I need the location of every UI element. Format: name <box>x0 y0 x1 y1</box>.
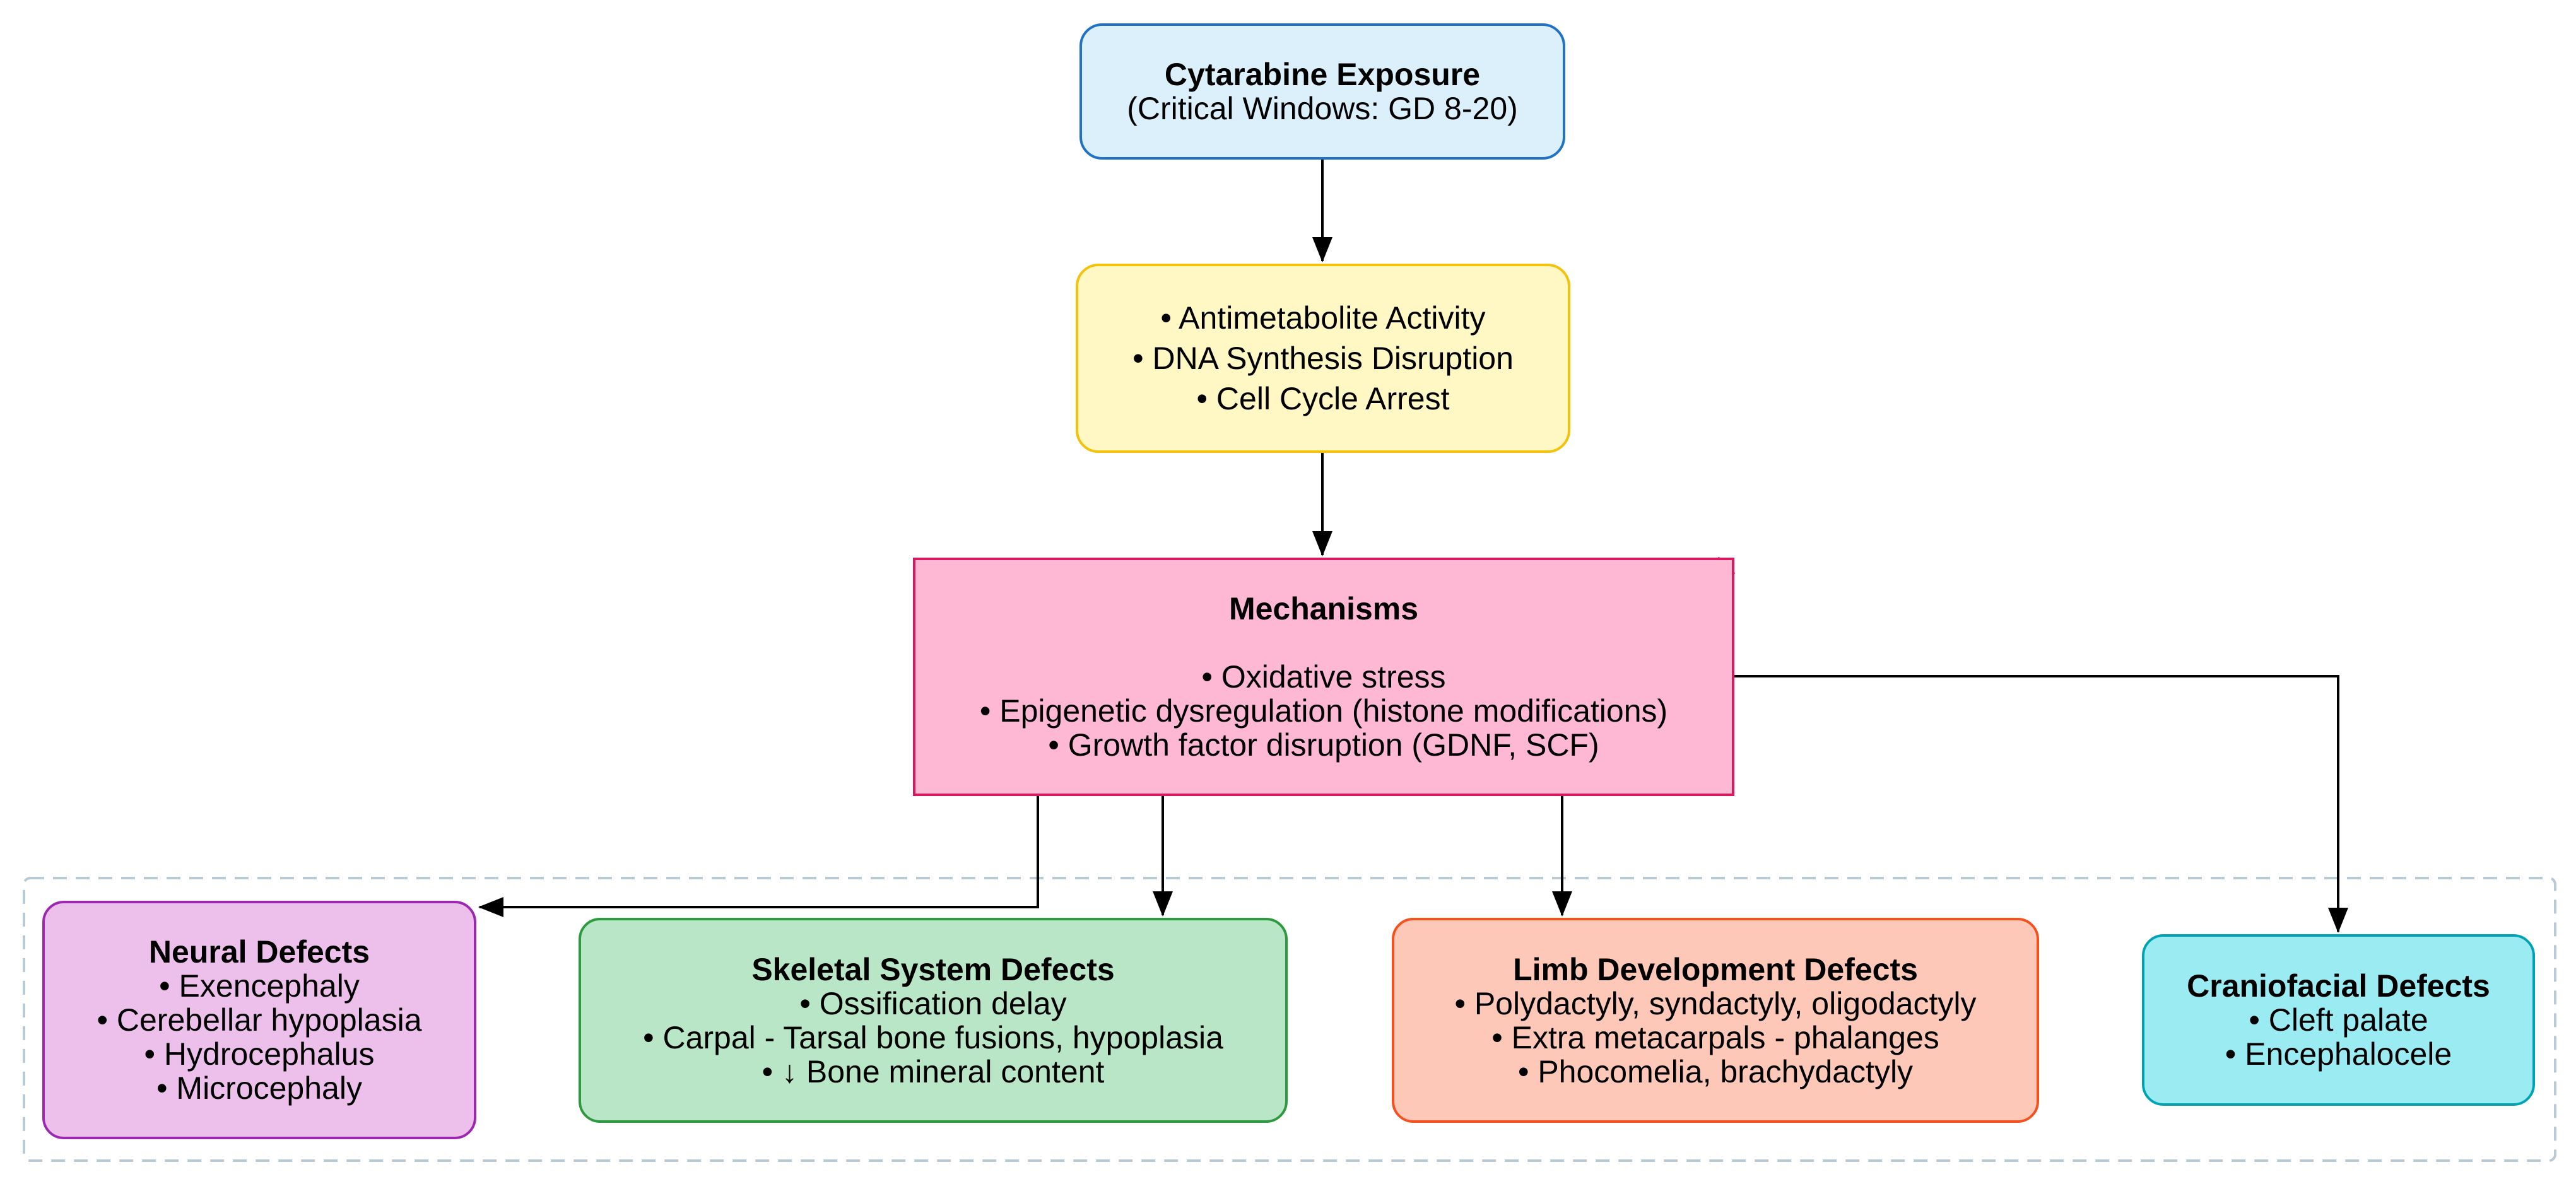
cytarabine-exposure-node: Cytarabine Exposure (Critical Windows: G… <box>1079 23 1565 160</box>
neural-defect-item: • Exencephaly <box>159 968 360 1004</box>
limb-defects-node: Limb Development Defects • Polydactyly, … <box>1392 918 2039 1123</box>
primary-effects-node: • Antimetabolite Activity • DNA Synthesi… <box>1076 264 1570 453</box>
limb-defect-item: • Phocomelia, brachydactyly <box>1517 1053 1914 1089</box>
exposure-subtitle: (Critical Windows: GD 8-20) <box>1127 91 1518 126</box>
skeletal-defect-item: • ↓ Bone mineral content <box>762 1053 1105 1089</box>
limb-defect-item: • Polydactyly, syndactyly, oligodactyly <box>1454 985 1977 1021</box>
mechanisms-title: Mechanisms <box>1228 591 1419 626</box>
skeletal-defect-item: • Ossification delay <box>799 985 1067 1021</box>
limb-defect-item: • Extra metacarpals - phalanges <box>1491 1019 1939 1055</box>
arrow-mechanisms-to-craniofacial <box>1734 675 2348 933</box>
mechanism-item: • Growth factor disruption (GDNF, SCF) <box>1048 727 1599 763</box>
skeletal-defect-item: • Carpal - Tarsal bone fusions, hypoplas… <box>643 1019 1223 1055</box>
neural-defect-item: • Microcephaly <box>156 1070 362 1106</box>
exposure-title: Cytarabine Exposure <box>1164 57 1481 92</box>
craniofacial-defects-node: Craniofacial Defects • Cleft palate • En… <box>2142 934 2535 1106</box>
effect-item: • Cell Cycle Arrest <box>1196 381 1450 416</box>
neural-defect-item: • Cerebellar hypoplasia <box>97 1002 422 1038</box>
skeletal-defects-title: Skeletal System Defects <box>751 951 1115 987</box>
effect-item: • DNA Synthesis Disruption <box>1132 341 1514 376</box>
limb-defects-title: Limb Development Defects <box>1513 951 1918 987</box>
defects-group-frame <box>23 877 2556 1162</box>
mechanism-item: • Oxidative stress <box>1201 659 1446 695</box>
effect-item: • Antimetabolite Activity <box>1160 300 1486 336</box>
neural-defects-node: Neural Defects • Exencephaly • Cerebella… <box>42 901 476 1139</box>
craniofacial-defect-item: • Cleft palate <box>2249 1002 2428 1038</box>
skeletal-defects-node: Skeletal System Defects • Ossification d… <box>579 918 1288 1123</box>
arrow-mechanisms-to-neural <box>478 796 1039 917</box>
craniofacial-defects-title: Craniofacial Defects <box>2187 968 2490 1004</box>
mechanisms-node: Mechanisms • Oxidative stress • Epigenet… <box>913 558 1734 796</box>
neural-defect-item: • Hydrocephalus <box>144 1036 375 1072</box>
craniofacial-defect-item: • Encephalocele <box>2225 1036 2452 1072</box>
mechanism-item: • Epigenetic dysregulation (histone modi… <box>979 693 1668 729</box>
neural-defects-title: Neural Defects <box>148 934 370 970</box>
